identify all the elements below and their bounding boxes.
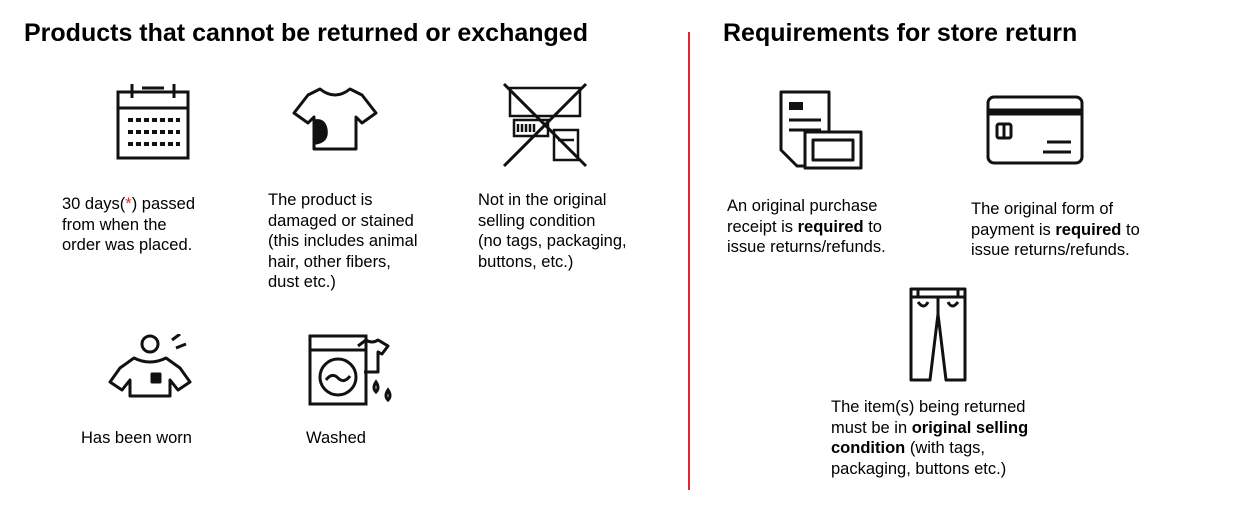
section-divider [688, 32, 690, 490]
store-return-requirements-title: Requirements for store return [723, 19, 1078, 47]
thirty-days-caption: 30 days(*) passed from when the order wa… [62, 195, 196, 254]
damaged-caption: The product is damaged or stained (this … [268, 191, 418, 291]
worn-caption: Has been worn [81, 429, 192, 447]
stained-shirt-icon [290, 83, 380, 155]
receipt-icon [775, 88, 867, 172]
washed-caption: Washed [306, 429, 366, 447]
original-condition-caption: Not in the original selling condition (n… [478, 191, 627, 271]
pants-icon [908, 286, 968, 384]
worn-shirt-person-icon [104, 334, 196, 400]
no-tags-packaging-icon [500, 80, 590, 170]
credit-card-icon [985, 94, 1085, 166]
receipt-required-caption: An original purchase receipt is required… [727, 197, 886, 256]
calendar-icon [112, 80, 192, 162]
returns-excluded-title: Products that cannot be returned or exch… [24, 19, 588, 47]
washing-machine-icon [306, 332, 398, 408]
payment-required-caption: The original form of payment is required… [971, 200, 1140, 259]
original-selling-condition-caption: The item(s) being returned must be in or… [831, 398, 1029, 478]
